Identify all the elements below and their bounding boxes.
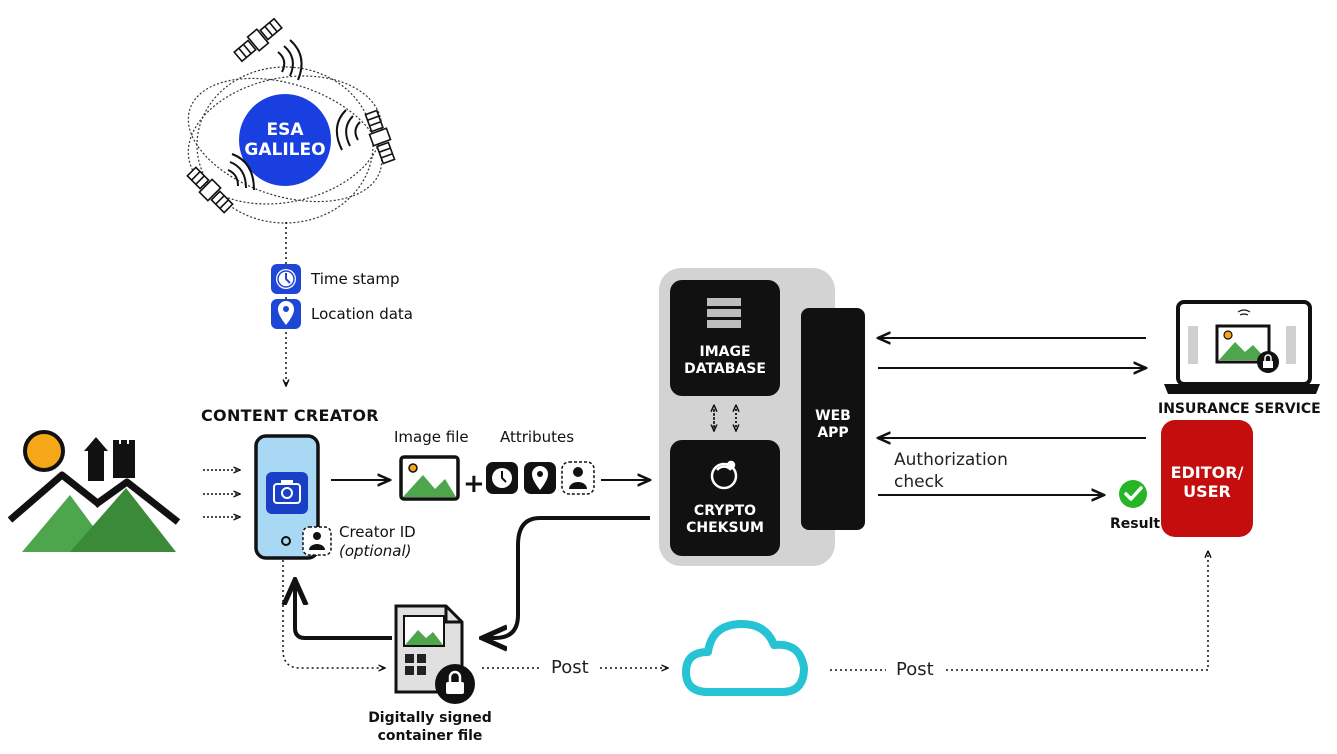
image-database-line1: IMAGE [699,344,751,360]
satellite-signal-icon [277,39,303,81]
satellite-signal-icon [335,109,361,151]
image-database-line2: DATABASE [684,361,766,377]
landscape-to-phone-arrows [203,470,240,517]
editor-user-box [1161,420,1253,537]
landscape-illustration [7,430,181,552]
container-line1: Digitally signed [368,710,492,726]
editor-user-line1: EDITOR/ [1170,463,1244,482]
post-flow-lines [482,551,1208,670]
image-file-label: Image file [394,428,469,446]
webapp-arrows [878,338,1146,495]
galileo-line1: ESA [266,120,304,140]
crypto-checksum-label: CRYPTO CHEKSUM [670,503,780,537]
sun-icon [23,430,65,472]
phone-to-container-dotted-arrow [282,560,385,668]
result-label: Result [1110,516,1161,532]
phone-icon [254,434,320,560]
laptop-icon [1164,300,1320,394]
crypto-checksum-box [670,440,780,556]
post-left-label: Post [551,657,589,678]
web-app-line1: WEB [815,408,851,424]
creator-id-note: (optional) [339,542,412,560]
timestamp-label: Time stamp [311,270,400,288]
camera-icon [273,480,301,504]
satellite-icon [233,17,283,63]
galileo-circle [239,94,331,186]
plus-sign: + [463,469,485,499]
clock-icon [271,264,301,294]
creator-id-icon [302,526,332,556]
galileo-line2: GALILEO [244,140,326,160]
location-pin-icon [524,462,556,494]
editor-user-line2: USER [1183,482,1231,501]
database-crypto-exchange-arrows [714,405,736,431]
check-icon [1119,480,1147,508]
lock-icon [435,664,475,704]
web-app-box [801,308,865,530]
image-database-label: IMAGE DATABASE [670,344,780,378]
image-file-icon [399,455,460,501]
web-app-label: WEB APP [801,408,865,442]
satellite-signal-icon [227,153,255,191]
person-icon [561,461,595,495]
container-file-label: Digitally signed container file [362,709,498,745]
clock-icon [486,462,518,494]
attributes-label: Attributes [500,428,575,446]
location-label: Location data [311,305,413,323]
container-to-phone-arrow [295,580,392,640]
authorization-check-label: Authorization check [894,449,1008,493]
crypto-checksum-line2: CHEKSUM [686,520,764,536]
container-line2: container file [377,728,483,744]
insurance-service-label: INSURANCE SERVICE [1158,401,1321,417]
crypto-checksum-line1: CRYPTO [693,503,757,519]
authorization-line1: Authorization [894,450,1008,470]
checksum-to-container-arrow [482,516,650,638]
location-pin-icon [271,299,301,329]
satellite-icon [186,166,234,214]
post-right-label: Post [896,659,934,680]
authorization-line2: check [894,472,944,492]
editor-user-label: EDITOR/ USER [1161,463,1253,501]
galileo-label: ESA GALILEO [240,100,330,180]
creator-id-label: Creator ID [339,523,416,541]
satellite-icon [364,109,396,165]
content-creator-heading: CONTENT CREATOR [201,406,379,425]
database-icon [707,298,741,328]
cloud-icon [682,620,808,696]
crypto-icon [710,460,738,490]
image-database-box [670,280,780,396]
web-app-line2: APP [817,425,849,441]
